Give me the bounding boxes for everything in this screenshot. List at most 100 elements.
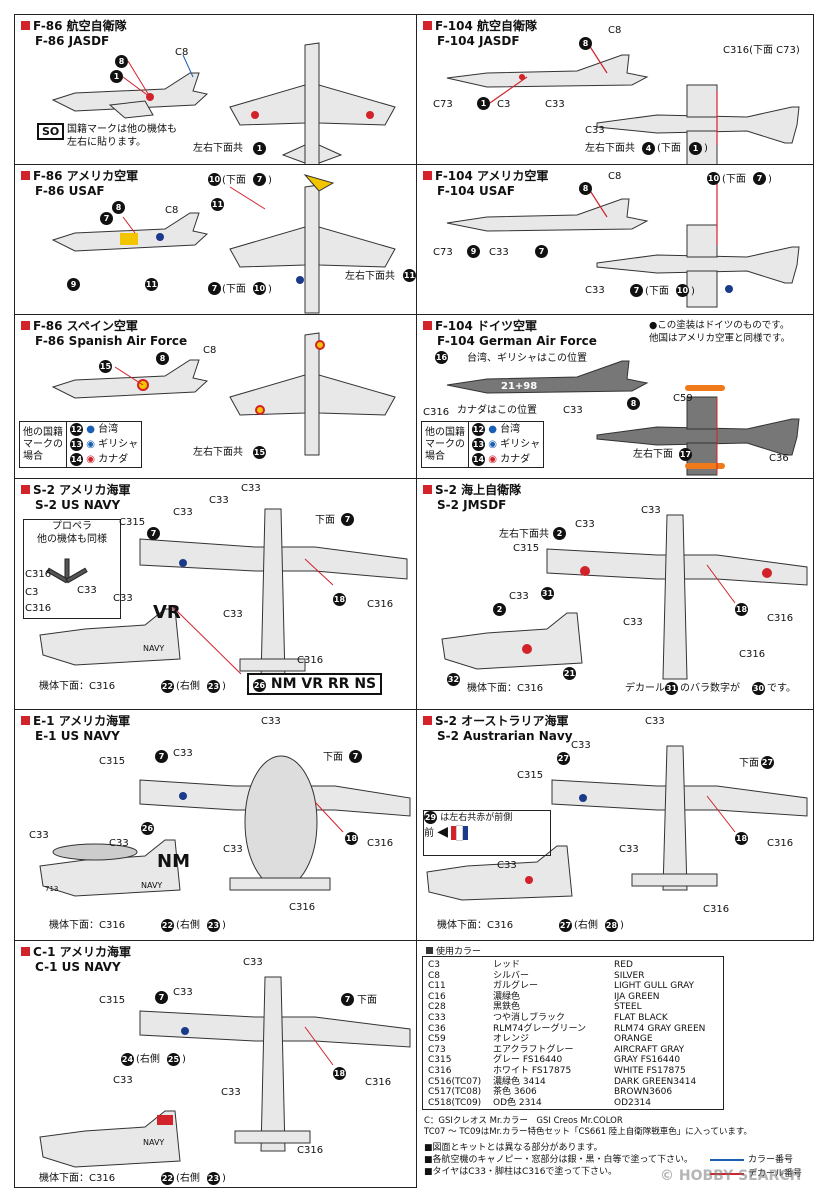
decal-number: 22 (161, 919, 174, 932)
label-c33: C33 (489, 247, 509, 258)
decal-number: 7 (753, 172, 766, 185)
decal-number: 9 (467, 245, 480, 258)
color-name-en: LIGHT GULL GRAY (614, 981, 695, 992)
so-note: 国籍マークは他の機体も左右に貼ります。 (67, 124, 177, 148)
decal-number: 7 (630, 284, 643, 297)
decal-number: 8 (115, 55, 128, 68)
gsi-line: C：GSIクレオス Mr.カラー GSI Creos Mr.COLOR (424, 1116, 623, 1126)
color-name-en: ORANGE (614, 1034, 653, 1045)
f104-jasdf-drawing (446, 44, 800, 164)
label-c316c: C316 (367, 599, 394, 610)
color-name-jp: つや消しブラック (493, 1012, 566, 1023)
label-c33a: C33 (241, 483, 261, 494)
label-c8: C8 (203, 345, 217, 356)
color-name-en: STEEL (614, 1002, 642, 1013)
decal-number: 27 (559, 919, 572, 932)
decal-number: 18 (333, 593, 346, 606)
decal-number: 2 (493, 603, 506, 616)
color-name-en: OD2314 (614, 1097, 651, 1108)
label-c33c: C33 (29, 830, 49, 841)
color-code: C59 (428, 1034, 446, 1045)
watermark: © HOBBY SEARCH (660, 1168, 802, 1184)
label-c316a: C316 (365, 1077, 392, 1088)
label-c3: C3 (25, 587, 39, 598)
label-c33b: C33 (209, 495, 229, 506)
e1-usn-drawing (39, 755, 411, 897)
color-name-en: BROWN3606 (614, 1087, 673, 1098)
c1-usn-drawing (39, 976, 411, 1168)
label-bottom: (下面 (722, 174, 746, 185)
label-c316d: C316 (297, 655, 324, 666)
label-decal-pre: デカール (625, 683, 665, 694)
f86-usaf-drawing (51, 174, 396, 314)
label-c316a: C316 (367, 838, 394, 849)
decal-number: 7 (341, 513, 354, 526)
label-bottom: 下面 (323, 752, 343, 763)
decal-number: 32 (447, 673, 460, 686)
decal-number: 27 (761, 756, 774, 769)
color-name-jp: グレー FS16440 (493, 1055, 563, 1066)
color-name-jp: レッド (493, 960, 521, 970)
label-close: ) (768, 174, 772, 185)
label-c33b: C33 (575, 519, 595, 530)
label-c315: C315 (119, 517, 146, 528)
label-canada: カナダはこの位置 (457, 405, 537, 416)
decal-number: 31 (541, 587, 554, 600)
decal-number: 7 (208, 282, 221, 295)
color-name-en: SILVER (614, 970, 645, 981)
label-c315: C315 (513, 543, 540, 554)
color-code: C8 (428, 970, 441, 981)
label-c33c: C33 (113, 1075, 133, 1086)
label-c33a: C33 (243, 957, 263, 968)
label-c33p: C33 (77, 585, 97, 596)
color-name-jp: 黒鉄色 (493, 1002, 521, 1013)
decal-number: 30 (752, 682, 765, 695)
label-fuselage-bottom: 機体下面：C316 (437, 920, 514, 931)
color-row: C59 オレンジ ORANGE (428, 1034, 708, 1045)
decal-number: 10 (208, 173, 221, 186)
color-code: C28 (428, 1002, 446, 1013)
decal-number: 22 (161, 1172, 174, 1185)
label-c33b: C33 (173, 748, 193, 759)
color-code: C11 (428, 981, 446, 992)
decal-number: 7 (155, 991, 168, 1004)
f86-jasdf-drawing (51, 42, 396, 164)
color-name-en: RLM74 GRAY GREEN (614, 1023, 706, 1034)
roundel-box: 29 は左右共赤が前側 前 ◀ (423, 810, 551, 856)
decal-number: 21 (563, 667, 576, 680)
note-1: ■図面とキットとは異なる部分があります。 (424, 1143, 603, 1153)
decal-number: 8 (627, 397, 640, 410)
decal-number: 11 (403, 269, 416, 282)
label-c316a: C316 (767, 613, 794, 624)
label-fuselage-bottom: 機体下面：C316 (49, 920, 126, 931)
decal-number: 8 (112, 201, 125, 214)
decal-number: 1 (253, 142, 266, 155)
label-c59: C59 (673, 393, 693, 404)
label-close: ) (182, 1054, 186, 1065)
color-name-jp: オレンジ (493, 1034, 530, 1045)
label-c315: C315 (517, 770, 544, 781)
label-c316b: C316 (703, 904, 730, 915)
label-right-side: (右側 (176, 681, 200, 692)
decal-number: 17 (679, 448, 692, 461)
decal-number: 24 (121, 1053, 134, 1066)
label-lr-bottom: 左右下面共 (499, 529, 549, 540)
label-c33e: C33 (223, 844, 243, 855)
note-2: ■各航空機のキャノピー・窓部分は銀・黒・白等で塗って下さい。 (424, 1155, 694, 1165)
label-bottom-both: 左右下面共 (585, 143, 635, 154)
label-bottom: (下面 (222, 284, 246, 295)
color-code: C73 (428, 1044, 446, 1055)
